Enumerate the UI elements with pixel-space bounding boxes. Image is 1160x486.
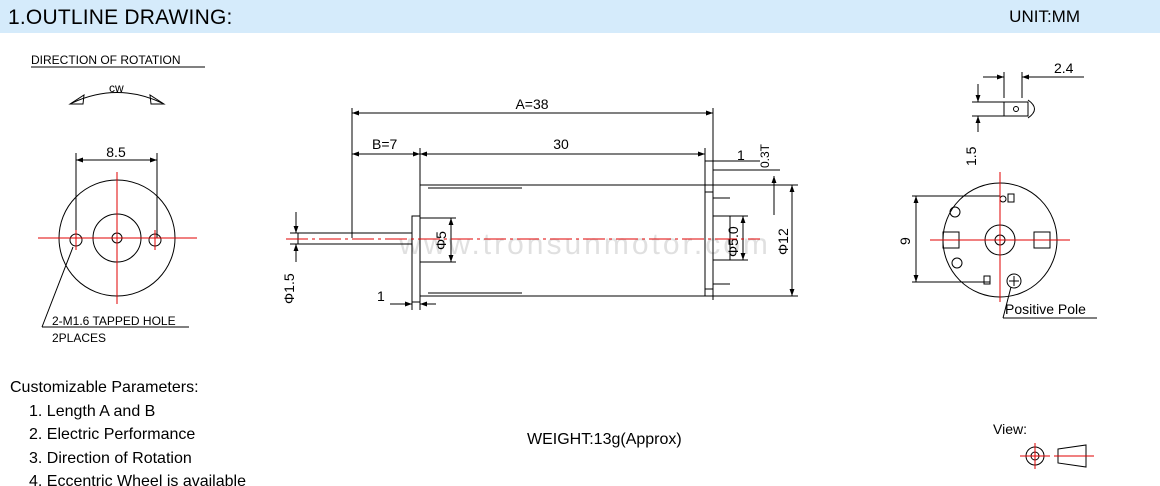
length-a-dim: A=38 (515, 96, 548, 112)
rear-boss (712, 215, 731, 261)
tab-height-dim: 1.5 (963, 146, 979, 166)
flange-thickness-dim: 1 (377, 288, 385, 304)
customizable-parameters: Customizable Parameters: 1. Length A and… (10, 376, 246, 486)
body-dia-dim: Φ12 (775, 228, 791, 255)
boss-dia-dim: Φ5 (433, 231, 449, 250)
param-item: 2. Electric Performance (29, 426, 196, 443)
length-b-dim: B=7 (372, 136, 398, 152)
projection-symbol (1020, 443, 1094, 469)
projection-cone-icon (1057, 444, 1087, 468)
tab-width-dim: 2.4 (1054, 60, 1074, 76)
rotation-label: cw (109, 81, 124, 95)
hole-spacing-dim: 8.5 (106, 144, 126, 160)
front-view: DIRECTION OF ROTATION cw 8.5 (31, 53, 205, 345)
hole-places: 2PLACES (52, 331, 106, 345)
terminal-spacing-dim: 9 (897, 237, 913, 245)
watermark: www.tronsunmotor.com (398, 228, 771, 261)
param-item: 1. Length A and B (29, 402, 156, 420)
rotation-arrow-icon (68, 92, 166, 105)
params-title: Customizable Parameters: (10, 379, 199, 396)
positive-pole-label: Positive Pole (1005, 301, 1086, 317)
unit-label: UNIT:MM (1009, 7, 1080, 26)
section-header: 1.OUTLINE DRAWING: UNIT:MM (0, 0, 1160, 33)
end-gap-dim: 1 (737, 147, 745, 163)
section-title: 1.OUTLINE DRAWING: (8, 6, 233, 29)
view-label: View: (993, 421, 1027, 437)
shaft-dia-dim: Φ1.5 (281, 273, 297, 304)
positive-pole-icon (1006, 273, 1022, 289)
hole-note: 2-M1.6 TAPPED HOLE (52, 314, 176, 328)
rear-view: 2.4 1.5 9 (897, 60, 1097, 319)
param-item: 3. Direction of Rotation (29, 449, 192, 467)
side-view: A=38 B=7 30 1 0.3T Φ1.5 Φ5 (281, 96, 798, 310)
body-length-dim: 30 (553, 136, 569, 152)
param-item: 4. Eccentric Wheel is available (29, 473, 246, 486)
weight-label: WEIGHT:13g(Approx) (527, 431, 682, 448)
terminal-tab (1003, 101, 1029, 117)
rear-boss-dia-dim: Φ5.0 (725, 226, 741, 257)
direction-label: DIRECTION OF ROTATION (31, 53, 181, 67)
thickness-dim: 0.3T (758, 143, 772, 168)
